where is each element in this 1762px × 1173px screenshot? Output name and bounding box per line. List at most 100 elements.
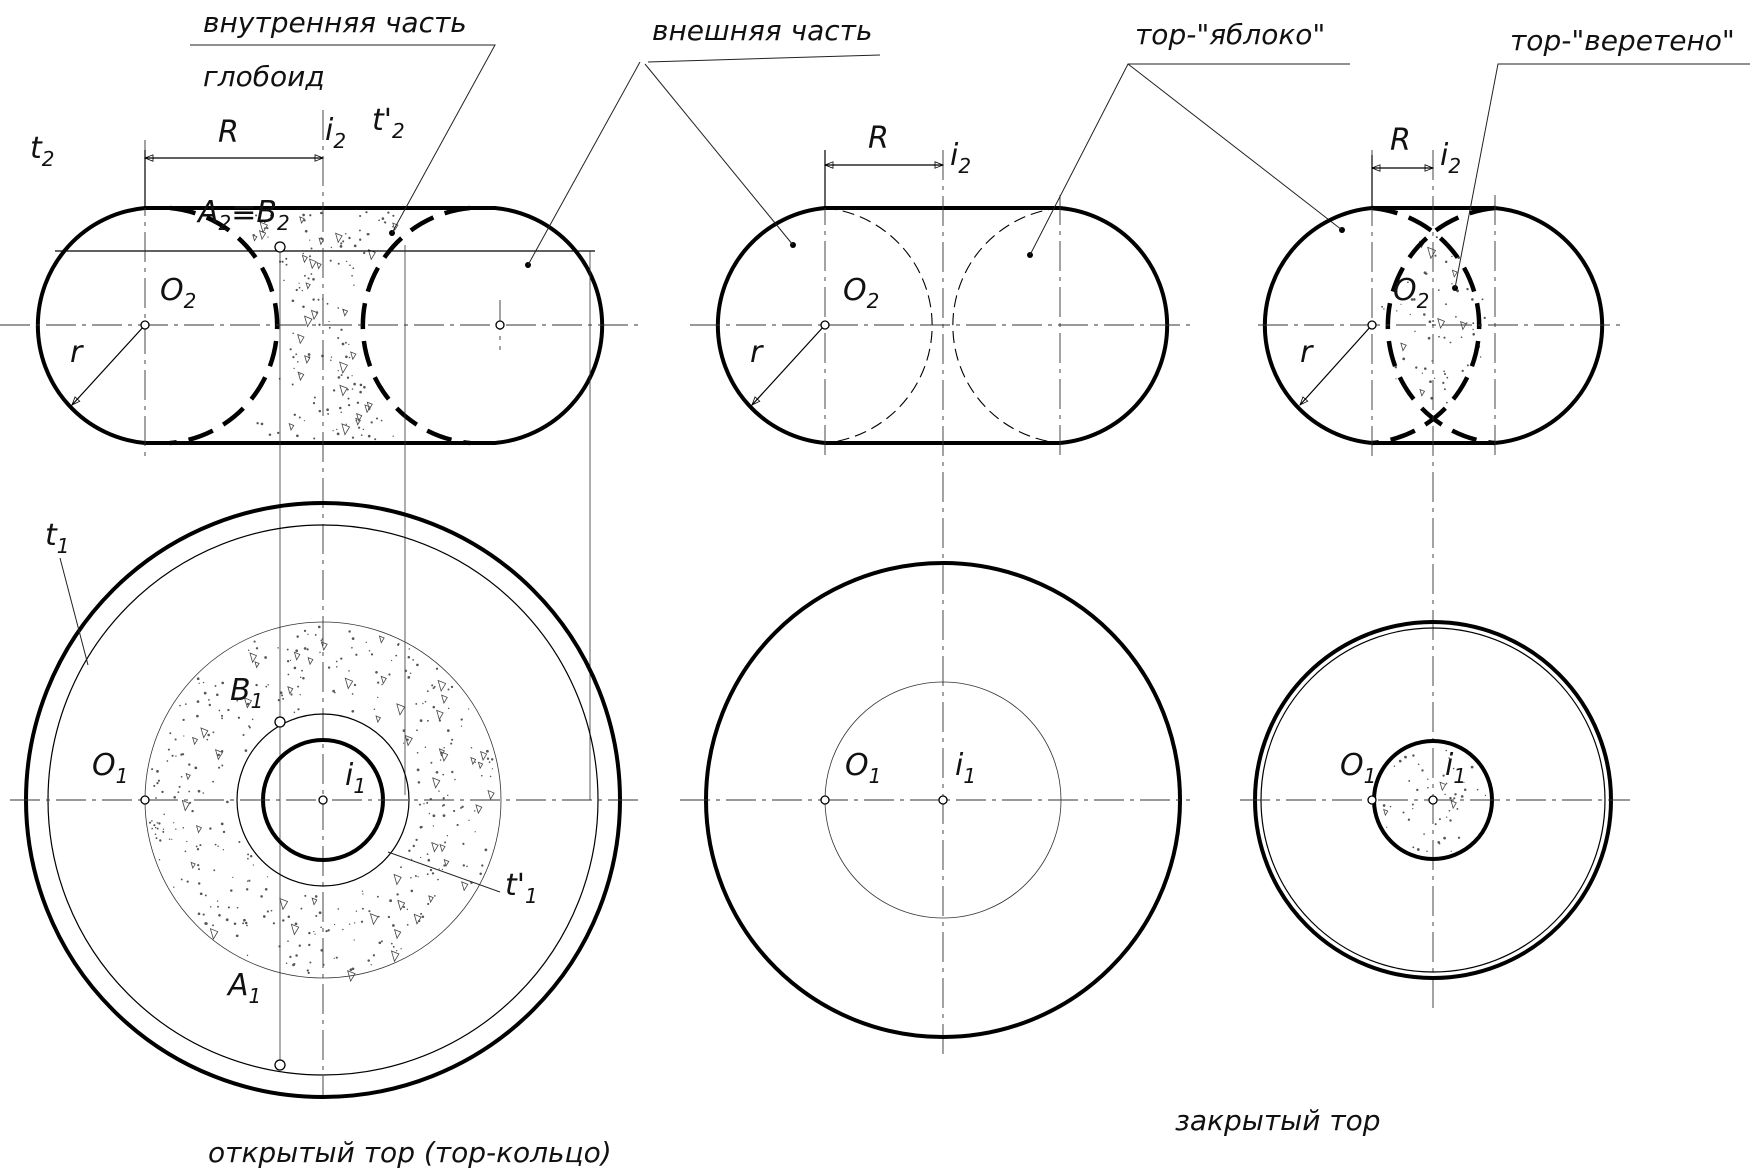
- stipple-mark: [346, 388, 349, 391]
- stipple-mark: [194, 766, 198, 770]
- stipple-mark: [335, 956, 338, 959]
- stipple-mark: [392, 924, 395, 927]
- stipple-mark: [263, 221, 266, 224]
- stipple-mark: [220, 714, 224, 717]
- stipple-mark: [243, 918, 246, 922]
- stipple-mark: [318, 237, 325, 246]
- stipple-mark: [308, 255, 312, 258]
- stipple-mark: [419, 719, 423, 722]
- stipple-mark: [417, 781, 421, 784]
- stipple-mark: [310, 247, 313, 250]
- stipple-mark: [319, 651, 321, 654]
- stipple-mark: [347, 970, 356, 983]
- stipple-mark: [381, 683, 383, 686]
- stipple-mark: [345, 260, 348, 263]
- stipple-mark: [426, 719, 429, 722]
- stipple-mark: [315, 914, 318, 918]
- stipple-mark: [171, 754, 174, 757]
- spindle-torus-front-view: [1258, 63, 1750, 1010]
- stipple-mark: [162, 830, 165, 833]
- stipple-mark: [266, 226, 269, 230]
- stipple-mark: [456, 823, 459, 827]
- stipple-mark: [318, 409, 322, 413]
- stipple-mark: [235, 934, 239, 938]
- stipple-mark: [460, 806, 462, 809]
- stipple-mark: [368, 910, 371, 913]
- stipple-mark: [344, 341, 347, 344]
- stipple-mark: [404, 734, 413, 747]
- stipple-mark: [260, 895, 263, 898]
- stipple-mark: [432, 777, 441, 789]
- stipple-mark: [297, 685, 300, 688]
- stipple-mark: [1456, 807, 1459, 810]
- stipple-mark: [359, 383, 363, 387]
- stipple-mark: [446, 729, 450, 732]
- stipple-mark: [479, 872, 482, 875]
- stipple-mark: [227, 708, 230, 712]
- stipple-mark: [387, 211, 390, 214]
- stipple-mark: [1423, 833, 1425, 835]
- stipple-mark: [247, 649, 250, 652]
- stipple-mark: [246, 880, 249, 882]
- stipple-mark: [423, 803, 425, 805]
- stipple-mark: [443, 864, 446, 867]
- stipple-mark: [314, 633, 317, 636]
- stipple-mark: [253, 640, 256, 643]
- stipple-mark: [156, 782, 159, 785]
- stipple-mark: [351, 646, 353, 649]
- stipple-mark: [432, 814, 436, 818]
- stipple-mark: [431, 872, 435, 875]
- stipple-mark: [197, 882, 201, 885]
- stipple-mark: [420, 912, 423, 915]
- stipple-mark: [318, 911, 322, 915]
- stipple-mark: [1443, 336, 1446, 339]
- stipple-mark: [1393, 765, 1396, 767]
- label-t1-prime: t'1: [505, 868, 538, 908]
- stipple-mark: [486, 757, 490, 760]
- stipple-mark: [367, 434, 371, 438]
- stipple-mark: [295, 649, 299, 653]
- stipple-mark: [255, 647, 259, 650]
- stipple-mark: [317, 625, 321, 629]
- stipple-mark: [174, 738, 177, 741]
- stipple-mark: [287, 686, 294, 695]
- stipple-mark: [341, 342, 345, 346]
- stipple-mark: [418, 919, 421, 923]
- stipple-mark: [433, 895, 436, 897]
- stipple-mark: [341, 423, 351, 436]
- stipple-mark: [307, 277, 310, 280]
- stipple-mark: [307, 353, 311, 356]
- stipple-mark: [327, 929, 330, 932]
- stipple-mark: [417, 876, 419, 878]
- stipple-mark: [173, 796, 176, 799]
- stipple-mark: [443, 858, 450, 867]
- stipple-mark: [303, 219, 306, 222]
- dim-r-apple: [751, 324, 826, 406]
- stipple-mark: [295, 353, 298, 356]
- stipple-mark: [256, 422, 259, 425]
- stipple-mark: [252, 233, 255, 237]
- stipple-mark: [1383, 308, 1385, 310]
- stipple-mark: [437, 878, 439, 881]
- stipple-mark: [419, 856, 422, 859]
- stipple-mark: [415, 702, 418, 705]
- stipple-mark: [1404, 755, 1407, 759]
- spindle-stipple-top: [1382, 749, 1487, 852]
- stipple-mark: [291, 383, 294, 386]
- stipple-mark: [312, 401, 316, 405]
- stipple-mark: [1428, 320, 1432, 324]
- stipple-mark: [316, 261, 322, 270]
- stipple-mark: [365, 641, 367, 643]
- stipple-mark: [266, 876, 269, 878]
- label-torus-spindle: тор-"веретено": [1510, 24, 1735, 57]
- stipple-mark: [214, 843, 217, 846]
- stipple-mark: [173, 822, 175, 824]
- stipple-mark: [400, 866, 402, 869]
- stipple-mark: [368, 407, 371, 411]
- stipple-mark: [216, 693, 219, 697]
- stipple-mark: [218, 914, 221, 917]
- label-t1: t1: [45, 518, 70, 558]
- stipple-mark: [419, 825, 423, 829]
- stipple-mark: [232, 876, 234, 879]
- stipple-mark: [328, 326, 331, 329]
